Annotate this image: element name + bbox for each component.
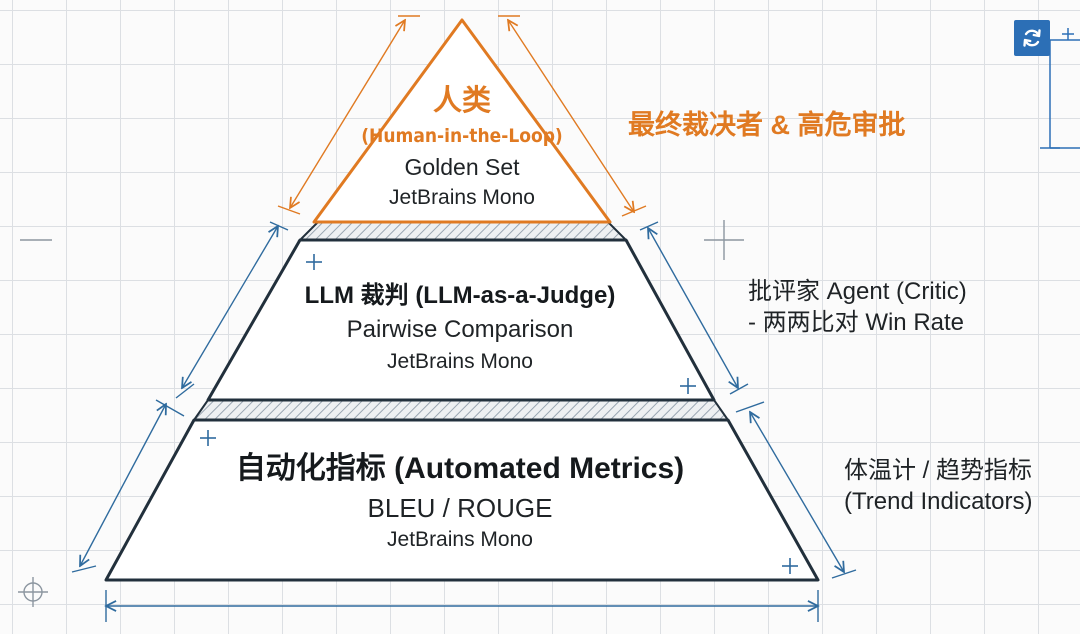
human-tier-method: Golden Set	[404, 154, 520, 180]
refresh-button[interactable]	[1014, 20, 1050, 56]
side-label-top: 最终裁决者 & 高危审批	[628, 110, 906, 140]
llm-tier-method: Pairwise Comparison	[346, 316, 574, 343]
side-label-middle-line2: - 两两比对 Win Rate	[748, 309, 965, 337]
side-label-bottom: 体温计 / 趋势指标 (Trend Indicators)	[844, 455, 1033, 517]
dimension-llm-left	[175, 221, 289, 399]
llm-tier-font-note: JetBrains Mono	[387, 350, 533, 373]
side-panel-edge	[1040, 28, 1080, 149]
dimension-automated-right	[735, 401, 857, 579]
dimension-automated-left	[71, 399, 185, 573]
hatch-band-bottom	[192, 399, 730, 421]
human-tier-font-note: JetBrains Mono	[389, 186, 535, 209]
llm-tier-title: LLM 裁判 (LLM-as-a-Judge)	[304, 282, 616, 309]
hatch-band-top	[297, 221, 629, 241]
side-label-bottom-line1: 体温计 / 趋势指标	[844, 457, 1033, 484]
automated-tier-font-note: JetBrains Mono	[387, 528, 533, 551]
dimension-human-left	[277, 15, 420, 215]
side-label-middle: 批评家 Agent (Critic) - 两两比对 Win Rate	[748, 276, 967, 338]
automated-tier-title: 自动化指标 (Automated Metrics)	[235, 452, 685, 485]
dimension-human-right	[498, 15, 647, 217]
refresh-icon	[1023, 29, 1041, 47]
human-tier-title: 人类	[432, 83, 491, 117]
side-label-bottom-line2: (Trend Indicators)	[844, 488, 1033, 516]
automated-tier-method: BLEU / ROUGE	[367, 493, 553, 523]
dimension-llm-right	[639, 221, 749, 395]
side-label-middle-line1: 批评家 Agent (Critic)	[748, 278, 967, 305]
dimension-base-width	[106, 590, 818, 622]
human-tier-subtitle: (Human-in-the-Loop)	[361, 125, 563, 147]
